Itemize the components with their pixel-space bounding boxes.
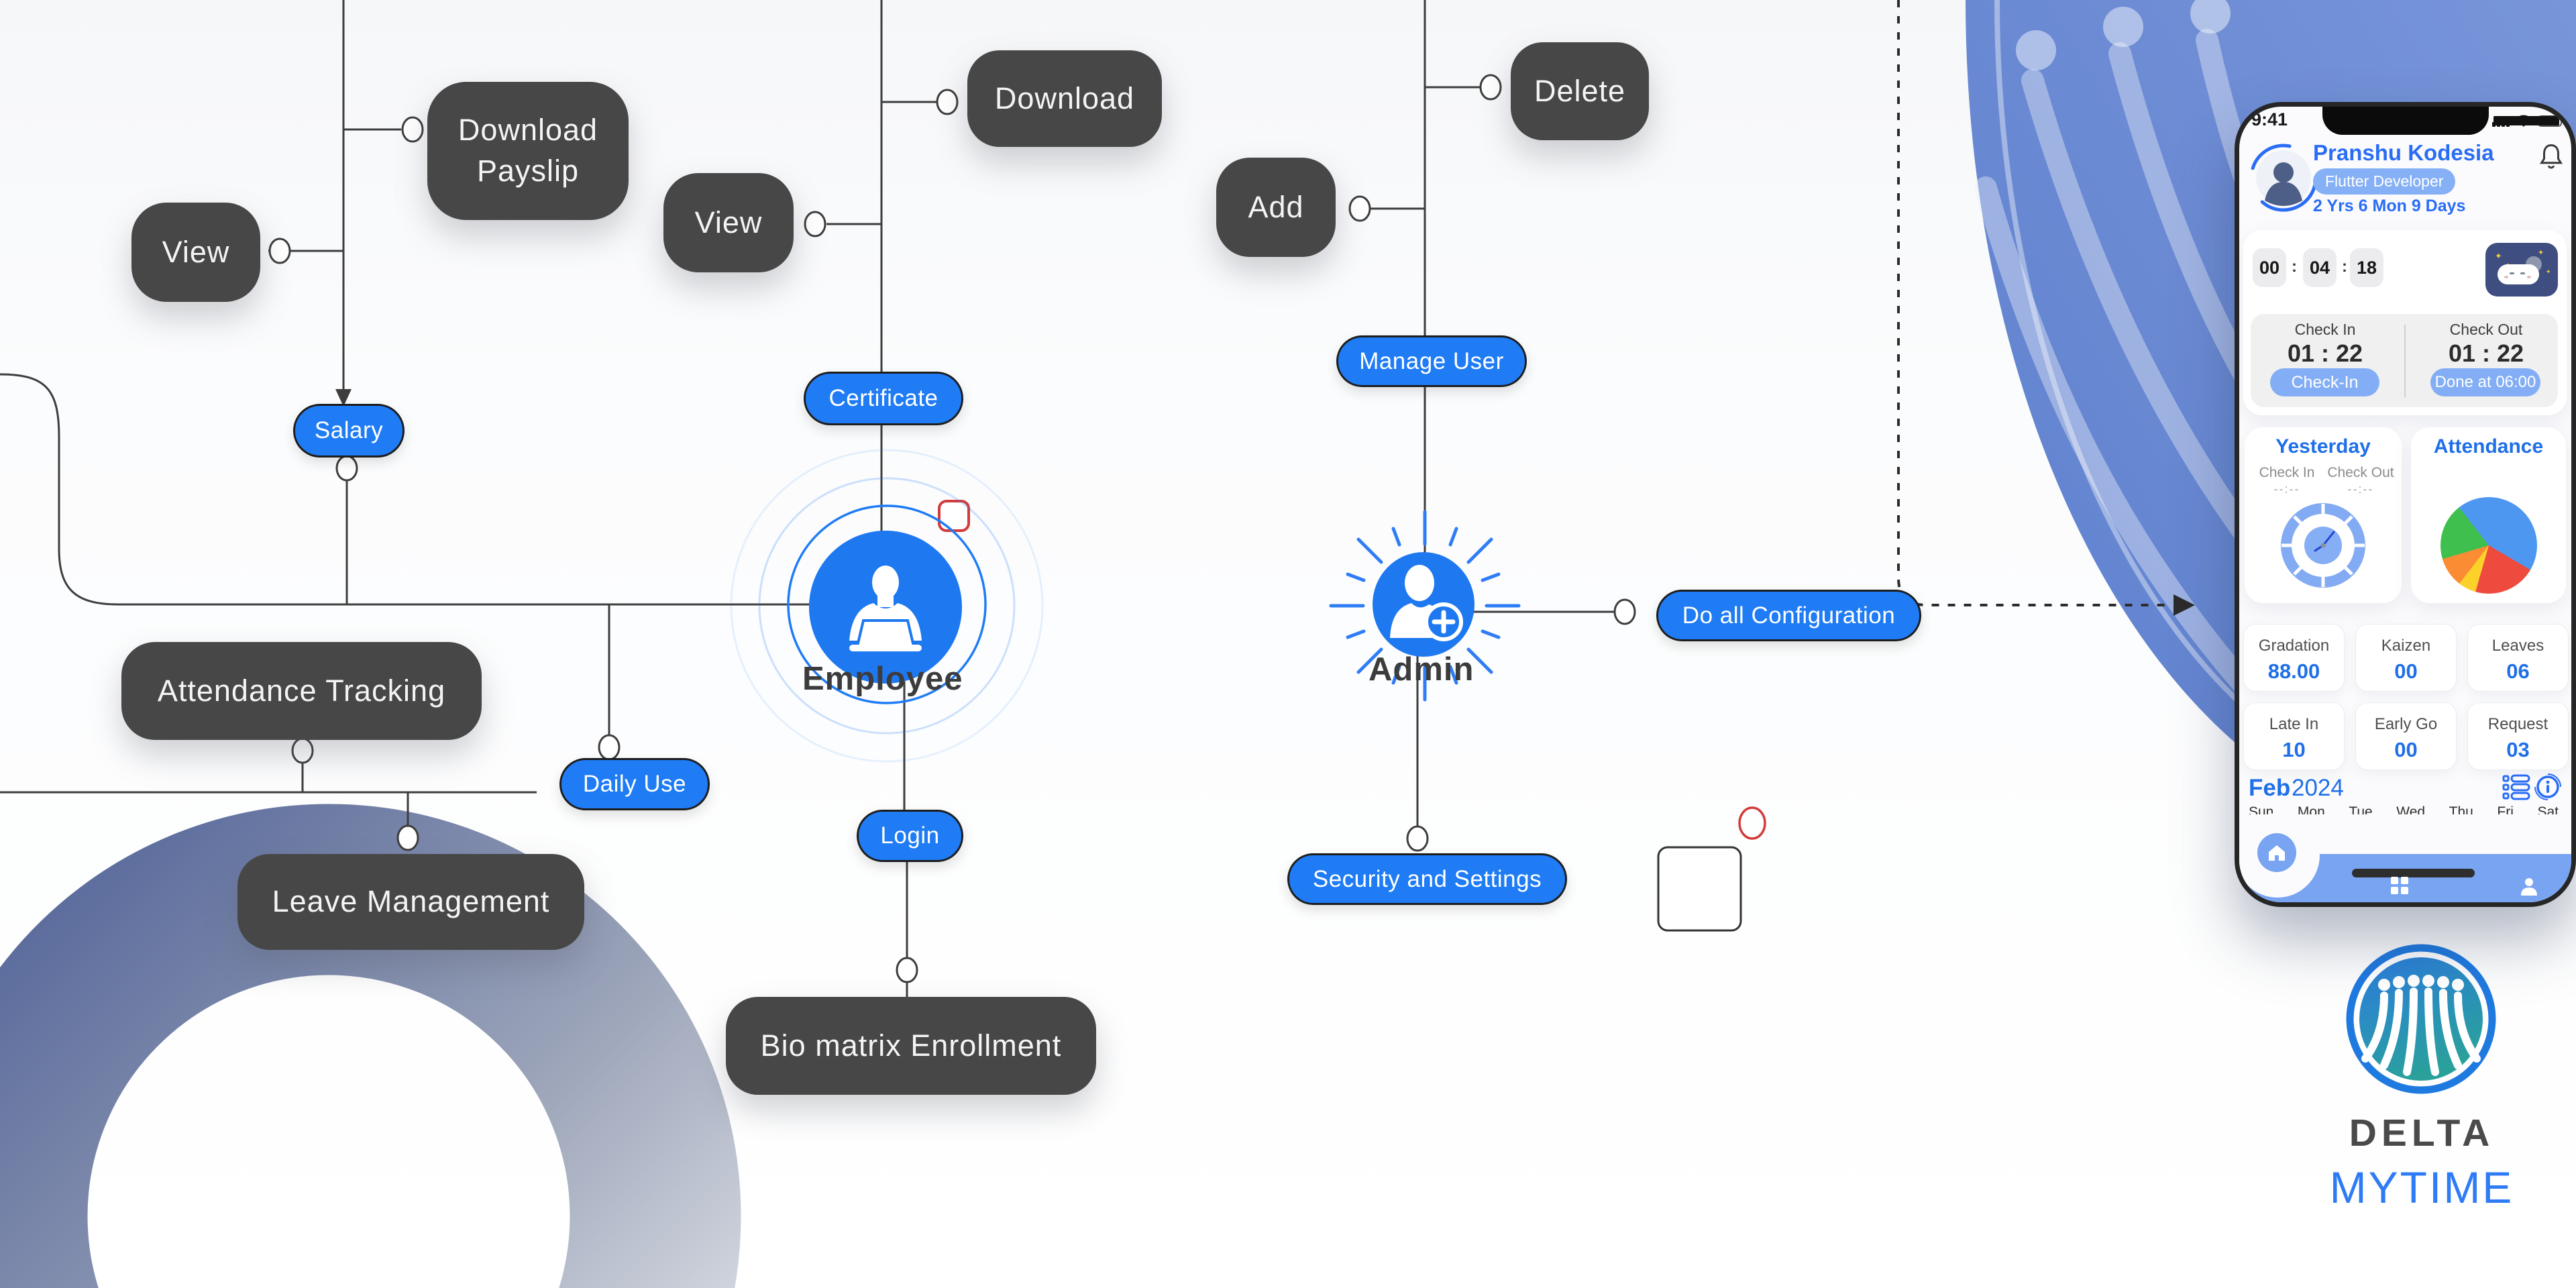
- dashed-config-path: [1897, 0, 2195, 616]
- attendance-card: Attendance: [2411, 427, 2566, 603]
- status-icons: [2492, 115, 2562, 127]
- phone-notch: [2322, 107, 2489, 135]
- clock-gauge: [2281, 503, 2365, 588]
- pill-certificate[interactable]: Certificate: [804, 372, 963, 425]
- node-download[interactable]: Download: [967, 50, 1162, 147]
- check-panel: Check In 01 : 22 Check-In Check Out 01 :…: [2251, 314, 2558, 407]
- node-leave-management[interactable]: Leave Management: [237, 854, 584, 950]
- status-time: 9:41: [2251, 109, 2288, 129]
- attendance-title: Attendance: [2433, 435, 2544, 458]
- star-icon: ✦: [2495, 251, 2502, 261]
- employee-label: Employee: [802, 661, 963, 697]
- node-download-payslip[interactable]: Download Payslip: [427, 82, 629, 220]
- info-icon[interactable]: [2533, 772, 2563, 802]
- weather-tile: ✦ ✦ ✦ ✦: [2485, 243, 2558, 297]
- attendance-pie: [2440, 497, 2537, 594]
- calendar-month[interactable]: Feb: [2249, 775, 2291, 801]
- phone-mockup: 9:41 Pranshu Kodesia Flutter Developer 2…: [2235, 102, 2576, 907]
- star-icon: ✦: [2538, 249, 2544, 257]
- bell-icon[interactable]: [2537, 142, 2565, 172]
- yesterday-card: Yesterday Check In Check Out --:-- --:--: [2245, 427, 2402, 603]
- check-in-button[interactable]: Check-In: [2270, 368, 2379, 396]
- list-view-icon[interactable]: [2502, 773, 2530, 800]
- star-icon: ✦: [2546, 268, 2551, 275]
- logo-subtitle: MYTIME: [2329, 1163, 2514, 1212]
- home-icon: [2269, 845, 2285, 861]
- node-view-salary[interactable]: View: [131, 203, 260, 302]
- home-indicator-bar[interactable]: [2352, 869, 2475, 877]
- battery-icon: [2538, 115, 2562, 127]
- node-view-certificate[interactable]: View: [663, 173, 794, 272]
- home-tab-button[interactable]: [2257, 833, 2296, 872]
- node-add[interactable]: Add: [1216, 158, 1336, 257]
- pill-salary[interactable]: Salary: [293, 404, 405, 458]
- pill-do-all-configuration[interactable]: Do all Configuration: [1656, 590, 1921, 641]
- user-name: Pranshu Kodesia: [2313, 140, 2494, 165]
- node-bio-matrix-enrollment[interactable]: Bio matrix Enrollment: [726, 997, 1096, 1095]
- calendar-year[interactable]: 2024: [2292, 775, 2344, 801]
- pill-security-settings[interactable]: Security and Settings: [1287, 853, 1567, 905]
- check-out-label: Check Out: [2449, 321, 2523, 338]
- yesterday-title: Yesterday: [2275, 435, 2371, 458]
- timer-minutes: 04: [2303, 248, 2337, 287]
- check-in-label: Check In: [2294, 321, 2356, 338]
- profile-icon[interactable]: [2518, 875, 2540, 897]
- timer-seconds: 18: [2350, 248, 2383, 287]
- check-out-status-button[interactable]: Done at 06:00: [2430, 368, 2540, 396]
- timer-hours: 00: [2253, 248, 2286, 287]
- node-delete[interactable]: Delete: [1511, 42, 1649, 140]
- user-role-badge: Flutter Developer: [2313, 168, 2456, 195]
- avatar-ring: [2249, 144, 2318, 212]
- logo-title: DELTA: [2349, 1112, 2495, 1155]
- pill-daily-use[interactable]: Daily Use: [559, 758, 710, 810]
- delta-mytime-logo-icon: [2346, 944, 2496, 1094]
- admin-actor-icon: [1329, 510, 1521, 702]
- check-in-time: 01 : 22: [2287, 339, 2363, 367]
- admin-label: Admin: [1368, 651, 1474, 688]
- check-out-time: 01 : 22: [2448, 339, 2524, 367]
- user-tenure: 2 Yrs 6 Mon 9 Days: [2313, 197, 2466, 215]
- apps-grid-icon[interactable]: [2391, 877, 2408, 894]
- pill-login[interactable]: Login: [857, 810, 963, 862]
- pill-manage-user[interactable]: Manage User: [1336, 335, 1527, 387]
- node-attendance-tracking[interactable]: Attendance Tracking: [121, 642, 482, 740]
- empty-square-placeholder: [1657, 846, 1742, 932]
- employee-actor-icon: [730, 449, 1044, 763]
- timer-card: 00 : 04 : 18 ✦ ✦ ✦ ✦ Check In 01 : 22 Ch…: [2243, 230, 2567, 415]
- red-circle-marker: [1738, 806, 1766, 840]
